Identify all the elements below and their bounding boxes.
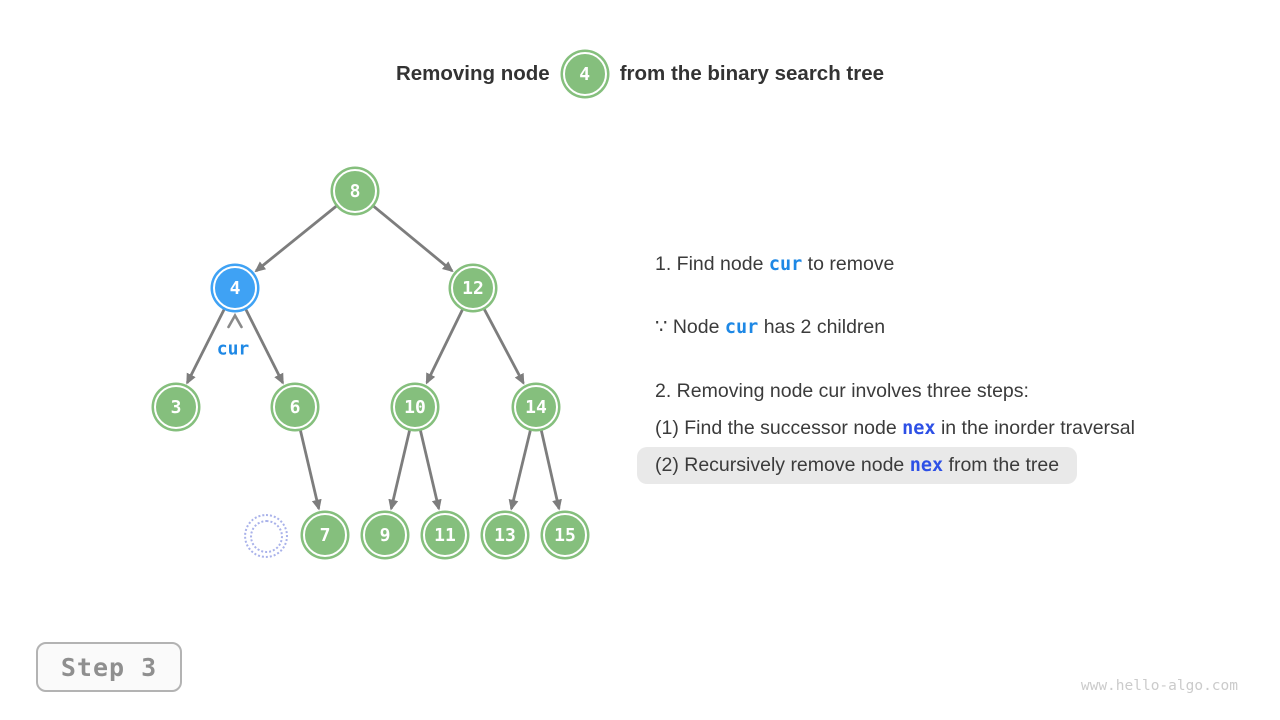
edge-10-9 (388, 429, 412, 511)
note-line-5-highlighted: (2) Recursively remove node nex from the… (637, 447, 1078, 484)
edge-6-7 (298, 429, 322, 511)
note-line-4: (1) Find the successor node nex in the i… (655, 417, 1135, 440)
note-line-1: 1. Find node cur to remove (655, 253, 894, 276)
node-value: 7 (319, 524, 331, 546)
edge-12-14 (482, 307, 525, 385)
cur-pointer-arrow-icon (227, 312, 243, 329)
code-token-nex: nex (909, 455, 944, 476)
tree-node-13: 13 (483, 513, 527, 557)
edge-12-10 (425, 308, 465, 385)
tree-node-12: 12 (451, 266, 495, 310)
note-line-2: ∵ Node cur has 2 children (655, 315, 885, 339)
cur-pointer-label: cur (216, 338, 250, 360)
edge-14-15 (539, 429, 562, 511)
node-value: 8 (349, 180, 361, 202)
note-text: in the inorder traversal (935, 417, 1135, 439)
code-token-cur: cur (768, 254, 803, 275)
edge-14-13 (508, 429, 532, 511)
note-line-3: 2. Removing node cur involves three step… (655, 380, 1029, 403)
node-value: 6 (289, 396, 301, 418)
tree-node-3: 3 (154, 385, 198, 429)
tree-node-6: 6 (273, 385, 317, 429)
title-node-badge: 4 (562, 52, 607, 96)
node-value: 15 (554, 524, 576, 546)
tree-node-11: 11 (423, 513, 467, 557)
tree-node-9: 9 (363, 513, 407, 557)
tree-node-10: 10 (393, 385, 437, 429)
node-value: 10 (404, 396, 426, 418)
node-value: 3 (170, 396, 182, 418)
node-value: 11 (434, 524, 456, 546)
title-text-after: from the binary search tree (619, 62, 885, 85)
node-value: 4 (229, 277, 241, 299)
tree-node-8: 8 (333, 169, 377, 213)
title-text-before: Removing node (395, 62, 550, 85)
tree-node-14: 14 (514, 385, 558, 429)
edge-8-12 (371, 204, 454, 273)
node-value: 9 (379, 524, 391, 546)
note-text: (2) Recursively remove node (655, 454, 910, 476)
note-text: 1. Find node (655, 253, 769, 275)
step-badge: Step 3 (36, 642, 182, 692)
code-token-cur: cur (724, 317, 759, 338)
edge-10-11 (418, 429, 442, 511)
code-token-nex: nex (902, 418, 936, 439)
watermark-url: www.hello-algo.com (1080, 678, 1238, 694)
removed-node-placeholder (244, 514, 288, 558)
note-text: 2. Removing node cur involves three step… (655, 380, 1029, 402)
edge-4-6 (244, 307, 285, 385)
title-node-value: 4 (579, 63, 591, 85)
edge-8-4 (254, 204, 338, 273)
node-value: 12 (462, 277, 484, 299)
page-title: Removing node 4 from the binary search t… (0, 50, 1280, 98)
note-text: has 2 children (758, 316, 886, 338)
note-text: (1) Find the successor node (655, 417, 903, 439)
note-text: ∵ Node (655, 316, 725, 338)
node-value: 14 (525, 396, 547, 418)
note-text: to remove (802, 253, 895, 275)
tree-node-7: 7 (303, 513, 347, 557)
tree-node-15: 15 (543, 513, 587, 557)
note-text: from the tree (943, 454, 1060, 476)
node-value: 13 (494, 524, 516, 546)
tree-node-4-cur: 4 (213, 266, 257, 310)
